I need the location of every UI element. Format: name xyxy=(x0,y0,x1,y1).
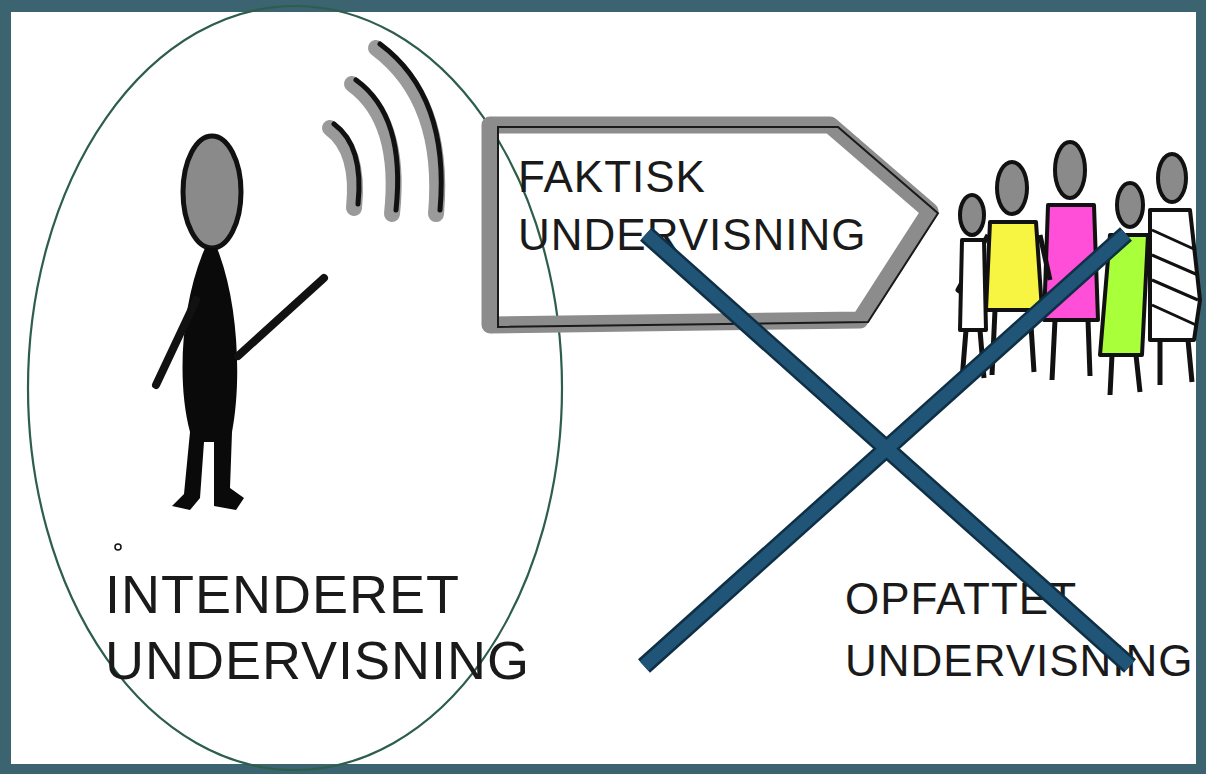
canvas-area xyxy=(11,12,1196,764)
arrow-outline xyxy=(498,127,938,327)
focus-ellipse: INTENDERET UNDERVISNING xyxy=(27,5,563,771)
sound-waves xyxy=(330,44,441,214)
node-text: FAKTISK UNDERVISNING xyxy=(518,148,898,264)
node-text: INTENDERET UNDERVISNING xyxy=(105,561,575,693)
teacher-figure xyxy=(156,136,324,510)
cross-mark xyxy=(644,234,1130,666)
dot-mark xyxy=(115,544,121,550)
arrow-box: FAKTISK UNDERVISNING xyxy=(478,110,938,335)
caption-label: OPFATTET UNDERVISNING xyxy=(845,568,1195,692)
arrow-shadow xyxy=(490,125,930,325)
student-group xyxy=(958,142,1200,395)
